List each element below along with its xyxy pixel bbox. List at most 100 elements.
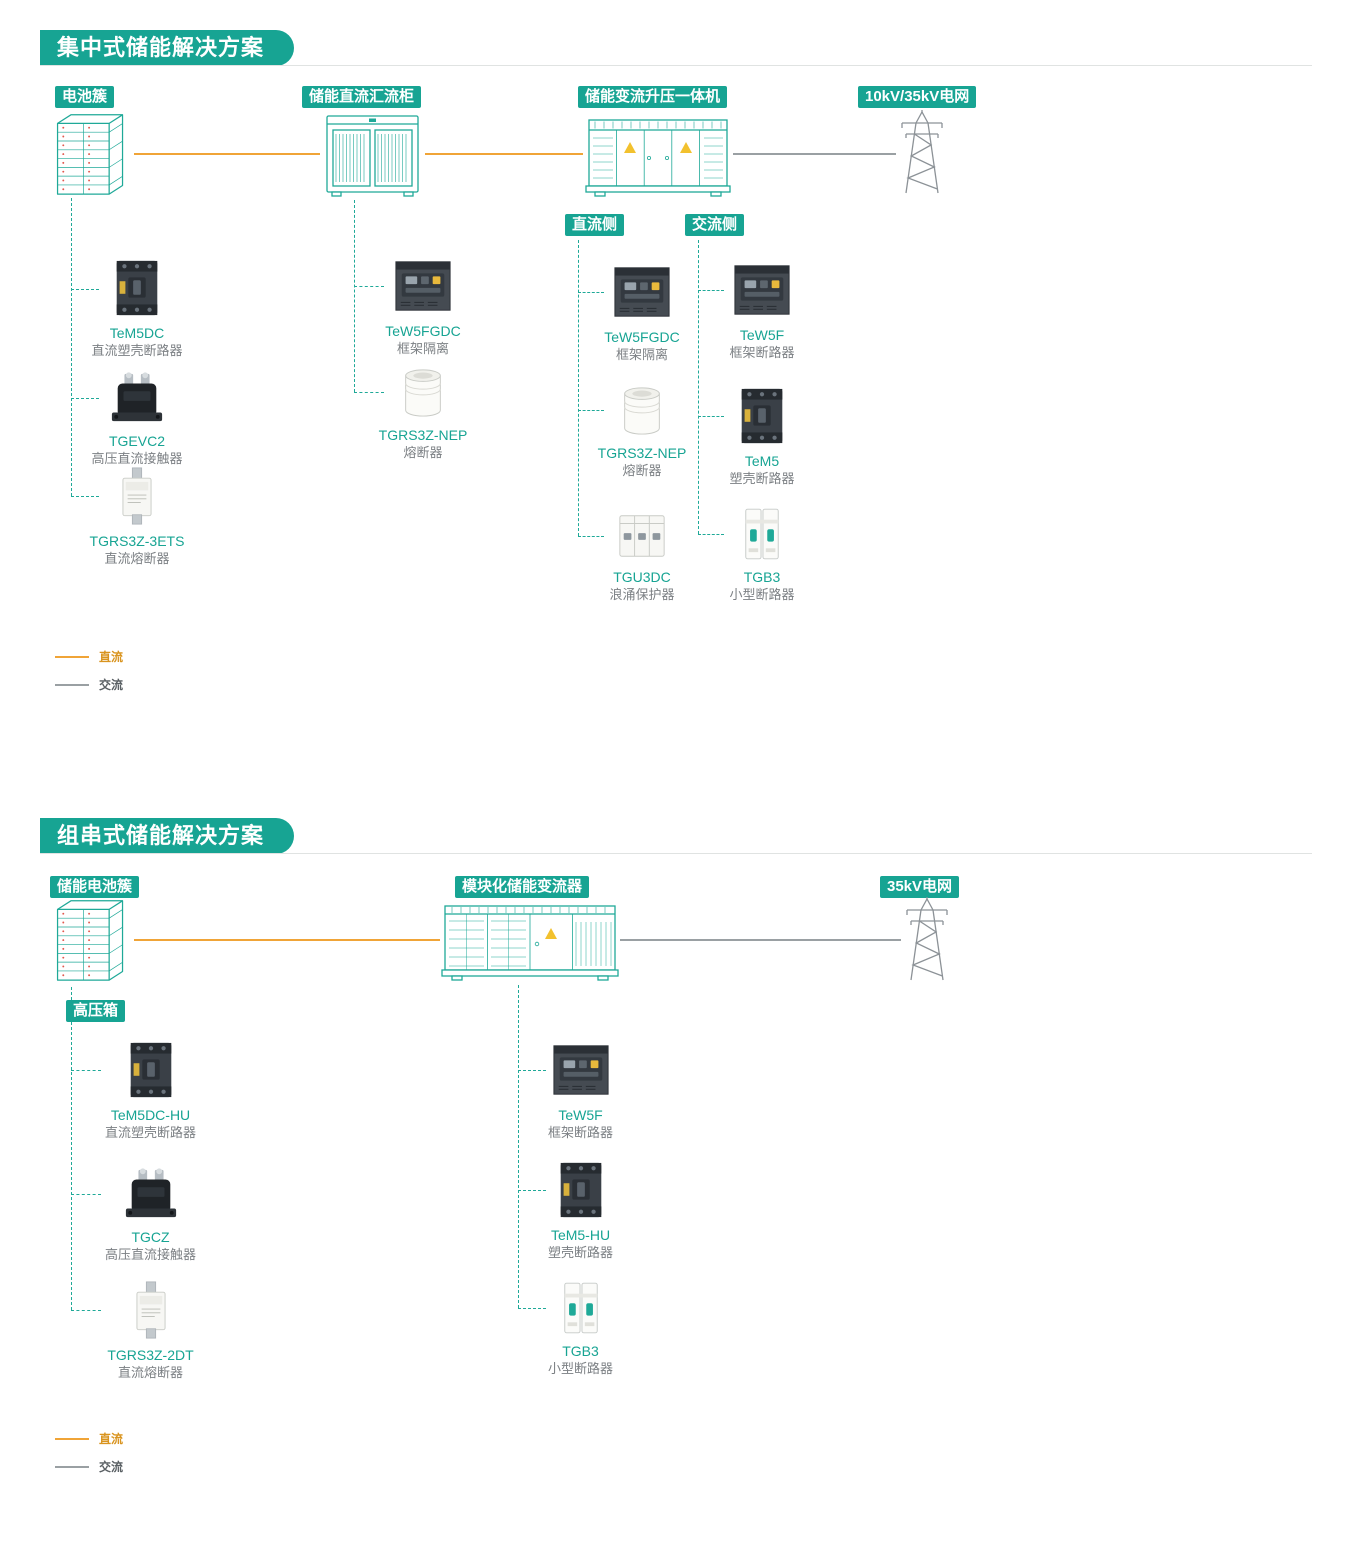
battery-rack-icon <box>48 108 134 199</box>
product-card: TeW5FGDC 框架隔离 <box>353 252 493 357</box>
product-card: TGRS3Z-NEP 熔断器 <box>353 356 493 461</box>
product-name: TeM5DC <box>109 325 165 341</box>
node-chip-label: 储能变流升压一体机 <box>585 88 721 105</box>
fuse-product-icon <box>572 374 712 438</box>
product-card: TGRS3Z-2DT 直流熔断器 <box>78 1276 223 1381</box>
product-card: TGRS3Z-NEP 熔断器 <box>572 374 712 479</box>
product-card: TeM5-HU 塑壳断路器 <box>508 1156 653 1261</box>
contactor-product-icon <box>67 362 207 426</box>
dashed-connector <box>698 534 724 535</box>
product-desc: 塑壳断路器 <box>547 1245 613 1260</box>
fuse-product-icon <box>353 356 493 420</box>
product-name: TGRS3Z-2DT <box>107 1347 194 1363</box>
fuse-product-icon <box>67 462 207 526</box>
product-desc: 熔断器 <box>403 445 443 460</box>
product-name: TeW5FGDC <box>604 329 680 345</box>
product-name: TeW5FGDC <box>385 323 461 339</box>
node-chip-battery-cluster: 电池簇 <box>55 86 115 108</box>
product-card: TGB3 小型断路器 <box>508 1272 653 1377</box>
dashed-connector <box>578 410 604 411</box>
section2-title: 组串式储能解决方案 <box>57 823 265 848</box>
dashed-connector <box>354 286 384 287</box>
legend-ac-label: 交流 <box>99 1460 124 1474</box>
product-desc: 直流塑壳断路器 <box>104 1125 196 1140</box>
legend-ac: 交流 <box>55 1458 123 1475</box>
dashed-connector <box>518 1190 546 1191</box>
legend-dc-line <box>55 655 89 658</box>
product-name: TGRS3Z-3ETS <box>89 533 185 549</box>
section2-divider-line <box>40 853 1312 854</box>
dashed-connector <box>71 398 99 399</box>
dashed-connector <box>71 198 72 496</box>
contactor-product-icon <box>78 1158 223 1222</box>
legend-ac-line <box>55 1465 89 1468</box>
dashed-connector <box>354 200 355 392</box>
legend-ac-label: 交流 <box>99 678 124 692</box>
product-desc: 小型断路器 <box>547 1361 613 1376</box>
dashed-connector <box>71 1310 101 1311</box>
product-desc: 直流塑壳断路器 <box>91 343 183 358</box>
dashed-connector <box>71 289 99 290</box>
transmission-tower-icon <box>896 107 948 195</box>
product-desc: 框架断路器 <box>547 1125 613 1140</box>
dc-line-combiner-to-pcs <box>425 153 583 155</box>
product-card: TeW5F 框架断路器 <box>692 256 832 361</box>
product-desc: 直流熔断器 <box>117 1365 183 1380</box>
dashed-connector <box>578 240 579 536</box>
surge-protector-product-icon <box>572 498 712 562</box>
product-name: TeM5 <box>744 453 780 469</box>
product-card: TGU3DC 浪涌保护器 <box>572 498 712 603</box>
legend-dc-line <box>55 1437 89 1440</box>
product-desc: 熔断器 <box>622 463 662 478</box>
node-chip-label: 储能直流汇流柜 <box>309 88 415 105</box>
product-desc: 塑壳断路器 <box>729 471 795 486</box>
product-desc: 框架断路器 <box>729 345 795 360</box>
mccb-product-icon <box>508 1156 653 1220</box>
product-name: TGRS3Z-NEP <box>378 427 468 443</box>
product-card: TeW5F 框架断路器 <box>508 1036 653 1141</box>
frame-breaker-product-icon <box>692 256 832 320</box>
branch-chip-ac-side: 交流侧 <box>685 214 745 236</box>
branch-chip-label: 直流侧 <box>572 216 618 233</box>
fuse-product-icon <box>78 1276 223 1340</box>
node-chip-grid: 10kV/35kV电网 <box>858 86 977 108</box>
node-chip-label: 35kV电网 <box>887 878 953 895</box>
product-desc: 高压直流接触器 <box>104 1247 196 1262</box>
product-name: TGEVC2 <box>108 433 165 449</box>
node-chip-pcs-booster: 储能变流升压一体机 <box>578 86 728 108</box>
ac-line-pcs-to-grid <box>733 153 896 155</box>
section1-title-banner: 集中式储能解决方案 <box>40 30 295 66</box>
dashed-connector <box>578 292 604 293</box>
dc-line-battery-to-pcs <box>134 939 440 941</box>
node-chip-modular-pcs: 模块化储能变流器 <box>455 876 590 898</box>
product-card: TeM5 塑壳断路器 <box>692 382 832 487</box>
product-name: TGB3 <box>562 1343 599 1359</box>
product-card: TeM5DC-HU 直流塑壳断路器 <box>78 1036 223 1141</box>
pcs-booster-container-icon <box>583 108 733 200</box>
node-chip-grid-35kv: 35kV电网 <box>880 876 960 898</box>
product-card: TGRS3Z-3ETS 直流熔断器 <box>67 462 207 567</box>
product-card: TGB3 小型断路器 <box>692 498 832 603</box>
dashed-connector <box>71 987 72 1000</box>
node-chip-label: 10kV/35kV电网 <box>865 88 970 105</box>
node-chip-label: 储能电池簇 <box>57 878 133 895</box>
dashed-connector <box>71 1022 72 1310</box>
dashed-connector <box>518 1070 546 1071</box>
product-desc: 框架隔离 <box>396 341 449 356</box>
dashed-connector <box>698 290 724 291</box>
dashed-connector <box>71 1070 101 1071</box>
product-desc: 框架隔离 <box>615 347 668 362</box>
legend-dc: 直流 <box>55 648 123 665</box>
dc-line-battery-to-combiner <box>134 153 320 155</box>
product-name: TeW5F <box>558 1107 603 1123</box>
node-chip-label: 电池簇 <box>62 88 108 105</box>
section1-title: 集中式储能解决方案 <box>57 35 265 60</box>
section1-divider-line <box>40 65 1312 66</box>
legend-dc: 直流 <box>55 1430 123 1447</box>
product-desc: 小型断路器 <box>729 587 795 602</box>
dashed-connector <box>518 985 519 1308</box>
dashed-connector <box>518 1308 546 1309</box>
mini-breaker-product-icon <box>692 498 832 562</box>
hv-box-label: 高压箱 <box>73 1002 119 1019</box>
